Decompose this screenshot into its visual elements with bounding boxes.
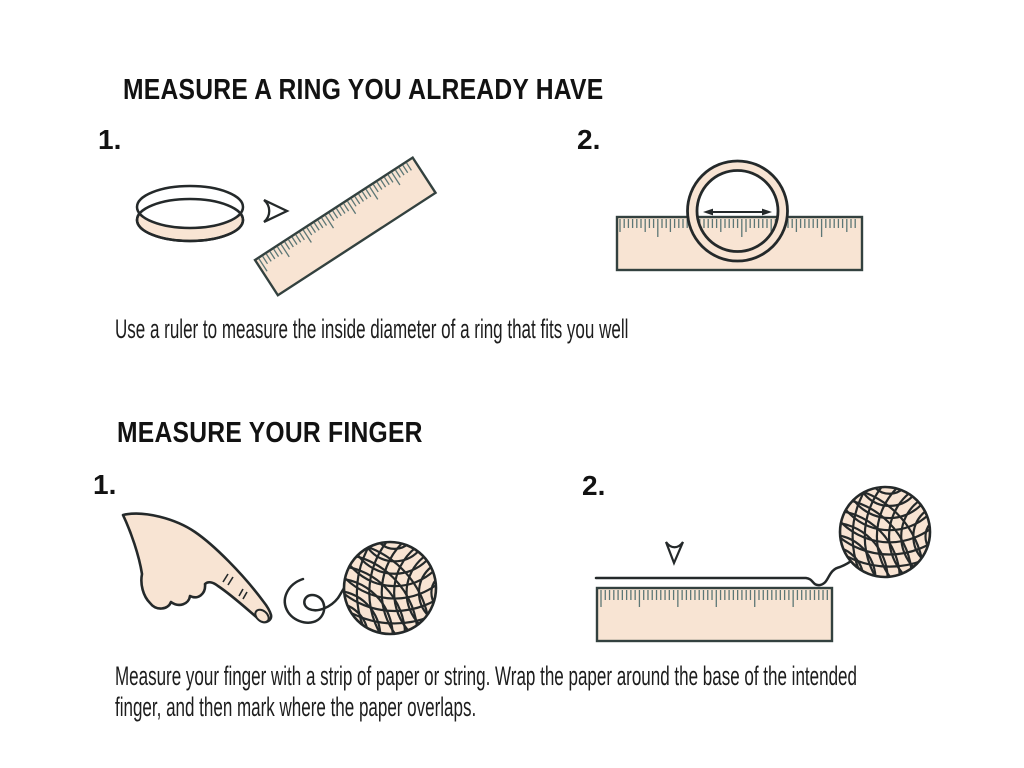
cursor-arrow-icon — [263, 198, 290, 224]
pointing-hand-icon — [121, 512, 273, 624]
section2-caption-line1: Measure your finger with a strip of pape… — [115, 661, 857, 691]
ring-and-ruler-illustration — [135, 155, 438, 297]
yarn-ball-icon — [342, 540, 438, 636]
section1-step1-number: 1. — [98, 124, 122, 155]
yarn-ball-icon — [838, 485, 932, 579]
section2-step1-number: 1. — [93, 469, 117, 500]
string-on-ruler-illustration — [594, 485, 932, 643]
section2-caption-line2: finger, and then mark where the paper ov… — [115, 692, 477, 722]
section1-heading: MEASURE A RING YOU ALREADY HAVE — [123, 74, 604, 106]
string-loop-icon — [283, 577, 350, 624]
section1-step2-number: 2. — [577, 124, 601, 155]
fingernail — [254, 608, 270, 624]
section1-caption: Use a ruler to measure the inside diamet… — [115, 314, 629, 344]
ring-on-ruler-icon — [686, 159, 789, 263]
ring-band-icon — [135, 184, 245, 243]
finger-creases — [222, 573, 248, 600]
section2-step2-number: 2. — [582, 470, 606, 501]
finger-and-yarn-illustration — [121, 512, 438, 636]
ruler-icon — [253, 155, 438, 297]
ring-on-ruler-illustration — [615, 159, 864, 272]
section2-heading: MEASURE YOUR FINGER — [117, 417, 423, 449]
string-icon — [594, 558, 854, 587]
diameter-arrow-icon — [703, 208, 772, 216]
ruler-icon — [595, 586, 834, 643]
down-arrow-icon — [664, 541, 685, 566]
